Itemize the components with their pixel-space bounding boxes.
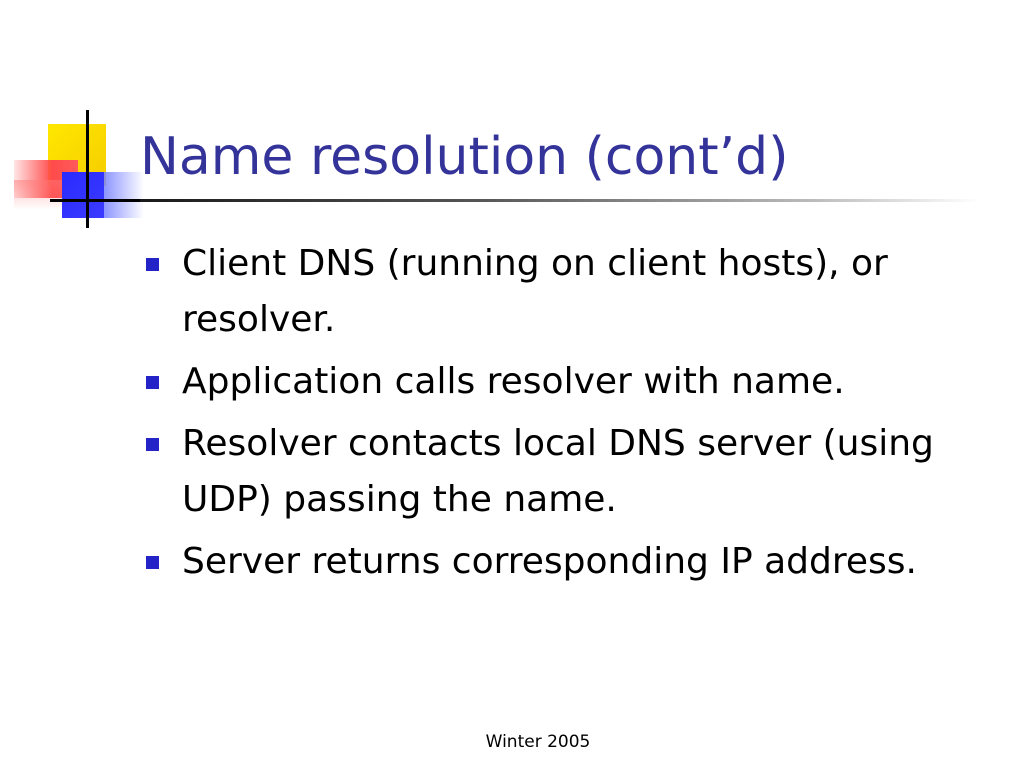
square-bullet-icon xyxy=(146,258,159,271)
bullet-list: Client DNS (running on client hosts), or… xyxy=(146,236,996,596)
square-bullet-icon xyxy=(146,376,159,389)
square-bullet-icon xyxy=(146,556,159,569)
slide-logo-graphic xyxy=(0,0,160,240)
bullet-text: Resolver contacts local DNS server (usin… xyxy=(182,423,934,520)
logo-blue-fade xyxy=(104,172,144,218)
bullet-item: Application calls resolver with name. xyxy=(146,354,996,410)
bullet-item: Resolver contacts local DNS server (usin… xyxy=(146,416,996,528)
logo-vertical-line xyxy=(86,110,89,228)
logo-horizontal-line xyxy=(50,199,140,202)
bullet-text: Client DNS (running on client hosts), or… xyxy=(182,243,888,340)
square-bullet-icon xyxy=(146,438,159,451)
slide-title: Name resolution (cont’d) xyxy=(140,127,789,187)
slide-footer: Winter 2005 xyxy=(485,732,591,752)
bullet-text: Application calls resolver with name. xyxy=(182,361,845,402)
logo-blue-square xyxy=(62,172,104,218)
bullet-text: Server returns corresponding IP address. xyxy=(182,541,917,582)
bullet-item: Server returns corresponding IP address. xyxy=(146,534,996,590)
bullet-item: Client DNS (running on client hosts), or… xyxy=(146,236,996,348)
title-underline-rule xyxy=(140,199,980,202)
